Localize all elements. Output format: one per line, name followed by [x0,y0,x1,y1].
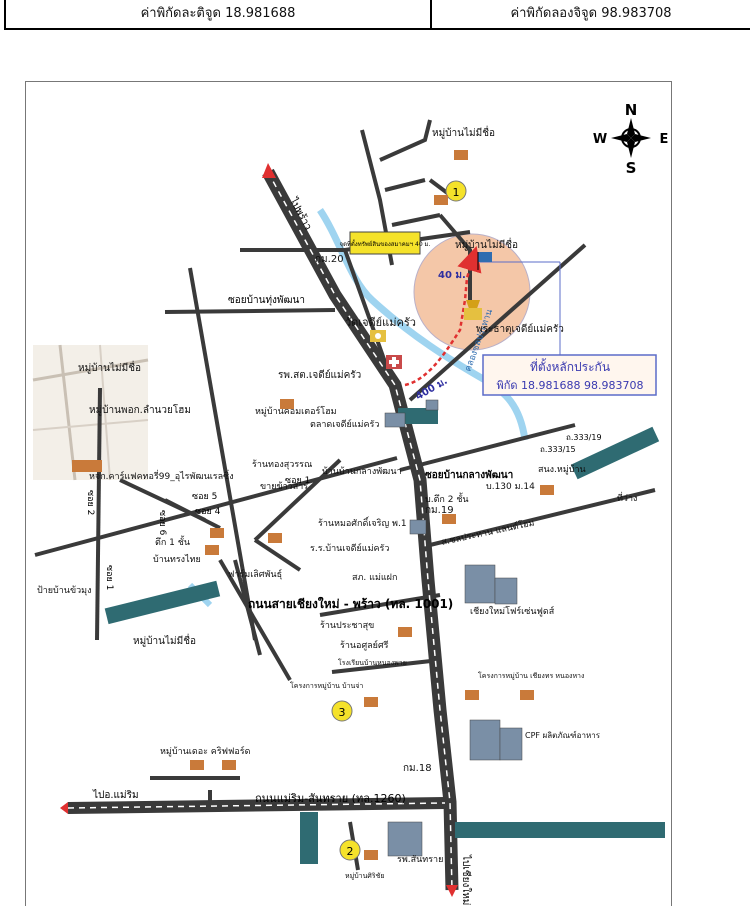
collateral-callout: ที่ตั้งหลักประกัน พิกัด 18.981688 98.983… [482,354,657,396]
shop-pracha-label: ร้านประชาสุข [320,620,374,631]
phra-that-label: พระธาตุเจดีย์แม่ครัว [476,323,564,335]
village-shop-label: สนง.หมู่บ้าน [538,464,586,475]
soi-1-label: ซอย 1 [285,476,310,486]
minor-roads [34,119,656,871]
road-333-19: ถ.333/19 [566,433,602,442]
soi-klang-phatthana: ซอยบ้านกลางพัฒนา [425,469,513,481]
compass-e: E [660,132,669,147]
house-130-label: บ.130 ม.14 [486,482,535,492]
village-left-top-label: หมู่บ้านไม่มีชื่อ [78,360,141,374]
distance-40: 40 ม. [438,270,466,281]
village-klang-label: บ้านบ้านกลางพัฒนา [322,466,402,477]
wat-label: วัดเจดีย์แม่ครัว [345,316,416,329]
km19-label: กม.19 [425,505,454,516]
compass-s: S [626,159,637,177]
svg-text:3: 3 [339,706,346,719]
svg-text:1: 1 [453,186,460,199]
housing-project-right-label: โครงการหมู่บ้าน เชียงทร หนองหาง [478,671,584,680]
phra-that-icon [464,300,482,320]
shop-chai-label: ร้านหมอศักดิ์เจริญ พ.1 [318,516,407,529]
hospital-sansai-label: รพ.สันทราย [397,855,443,865]
shop-seri-label: ร้านอศูลย์ศรี [340,639,389,651]
signboard: จุดที่ตั้งทรัพย์สินของสมาคมฯ 40 ม. [340,231,431,255]
coordinate-table: ค่าพิกัดละติจูด 18.981688 ค่าพิกัดลองจิจ… [4,0,750,30]
marker-2: 2 [339,839,361,861]
km18-label: กม.18 [403,763,432,774]
soi-4-label: ซอย 4 [195,507,221,517]
road-label-1001: ถนนสายเชียงใหม่ - พร้าว (ทล. 1001) [248,596,453,611]
cold-storage-label: เชียงใหม่โฟร์เซ่นฟูดส์ [470,605,555,617]
soi-1-south-label: ซอย 1 [104,565,114,590]
vacant-land-label: ที่ว่าง [617,491,637,504]
soi-5-label: ซอย 5 [192,492,217,502]
longitude-label: ค่าพิกัดลองจิจูด 98.983708 [510,6,672,21]
callout-coords: พิกัด 18.981688 98.983708 [496,379,643,392]
school-nongphai-label: โรงเรียนบ้านหนองพาย [338,658,407,667]
village-sirichai-label: หมู่บ้านศิริชัย [345,872,384,880]
school-label: ร.ร.บ้านเจดีย์แม่ครัว [310,542,389,554]
soi-2-label: ซอย 2 [85,490,95,515]
canal [317,208,529,441]
farm-label: ฟาร์มเลิศพันธุ์ [228,568,282,580]
hospital-icon [386,355,402,369]
house-thai-label: บ้านทรงไทย [153,554,201,565]
village-collateral-label: หมู่บ้านไม่มีชื่อ [455,237,518,251]
market-label: ตลาดเจดีย์แม่ครัว [310,418,379,430]
marker-1: 1 [445,180,467,202]
svg-text:2: 2 [347,845,354,858]
flag-icon [477,252,492,270]
marker-3: 3 [331,700,353,722]
building-1-label: ตึก 1 ชั้น [155,535,190,548]
left-inset-image [32,344,149,481]
svg-text:จุดที่ตั้งทรัพย์สินของสมาคมฯ 4: จุดที่ตั้งทรัพย์สินของสมาคมฯ 40 ม. [340,238,431,248]
compass-n: N [625,101,638,119]
to-chiangmai-label: ไปเชียงใหม่ [460,854,472,905]
soi-thung-phatthana: ซอยบ้านทุ่งพัฒนา [228,294,305,306]
housing-project-label: โครงการหมู่บ้าน บ้านจ่า [290,681,363,690]
main-road-1260 [67,797,446,814]
compass-w: W [593,132,607,147]
km20-label: กม.20 [315,254,344,265]
cpf-label: CPF ผลิตภัณฑ์อาหาร [525,730,601,740]
map-frame [25,81,672,906]
village-ban-pong-label: หมู่บ้านพอก.ลำนวยโฮม [89,403,191,416]
to-maerim-label: ไปอ.แม่ริม [92,789,139,801]
rice-seller-label: ขายข้าวสาร [260,481,308,492]
community-center-label: สภ. แม่แฝก [352,573,397,583]
village-left-bottom-label: หมู่บ้านไม่มีชื่อ [133,633,196,647]
sign-kuan-label: ป้ายบ้านข้วมุง [37,585,92,596]
compass-rose: N S W E [593,101,669,177]
building-2-label: บ.ตึก 2 ชั้น [425,492,469,505]
shop-gold-label: ร้านทองสุวรรณ [252,459,312,470]
building-icons [384,399,523,857]
village-computer-label: หมู่บ้านคอมเตอร์โฮม [255,405,337,417]
road-label-1260: ถนนแม่ริม-สันทราย (ทล.1260) [255,792,406,805]
factory-label: หจก.คาร์แฟคทอรี่99_อุไรพัฒนเรลซิ่ง [89,469,234,482]
road-end-arrows [60,163,458,897]
road-333-15: ถ.333/15 [540,445,576,454]
callout-title: ที่ตั้งหลักประกัน [530,358,610,374]
village-top-label: หมู่บ้านไม่มีชื่อ [432,125,495,139]
soi-6-label: ซอย 6 [157,510,167,536]
striped-blocks [104,408,665,864]
latitude-label: ค่าพิกัดละติจูด 18.981688 [6,0,432,28]
temple-icon [370,330,386,342]
house-icons [72,150,554,860]
route-to-collateral [404,246,482,387]
hospital-label: รพ.สต.เจดีย์แม่ครัว [278,369,361,381]
village-crossword-label: หมู่บ้านเดอะ คริฟฟอร์ด [160,745,251,757]
